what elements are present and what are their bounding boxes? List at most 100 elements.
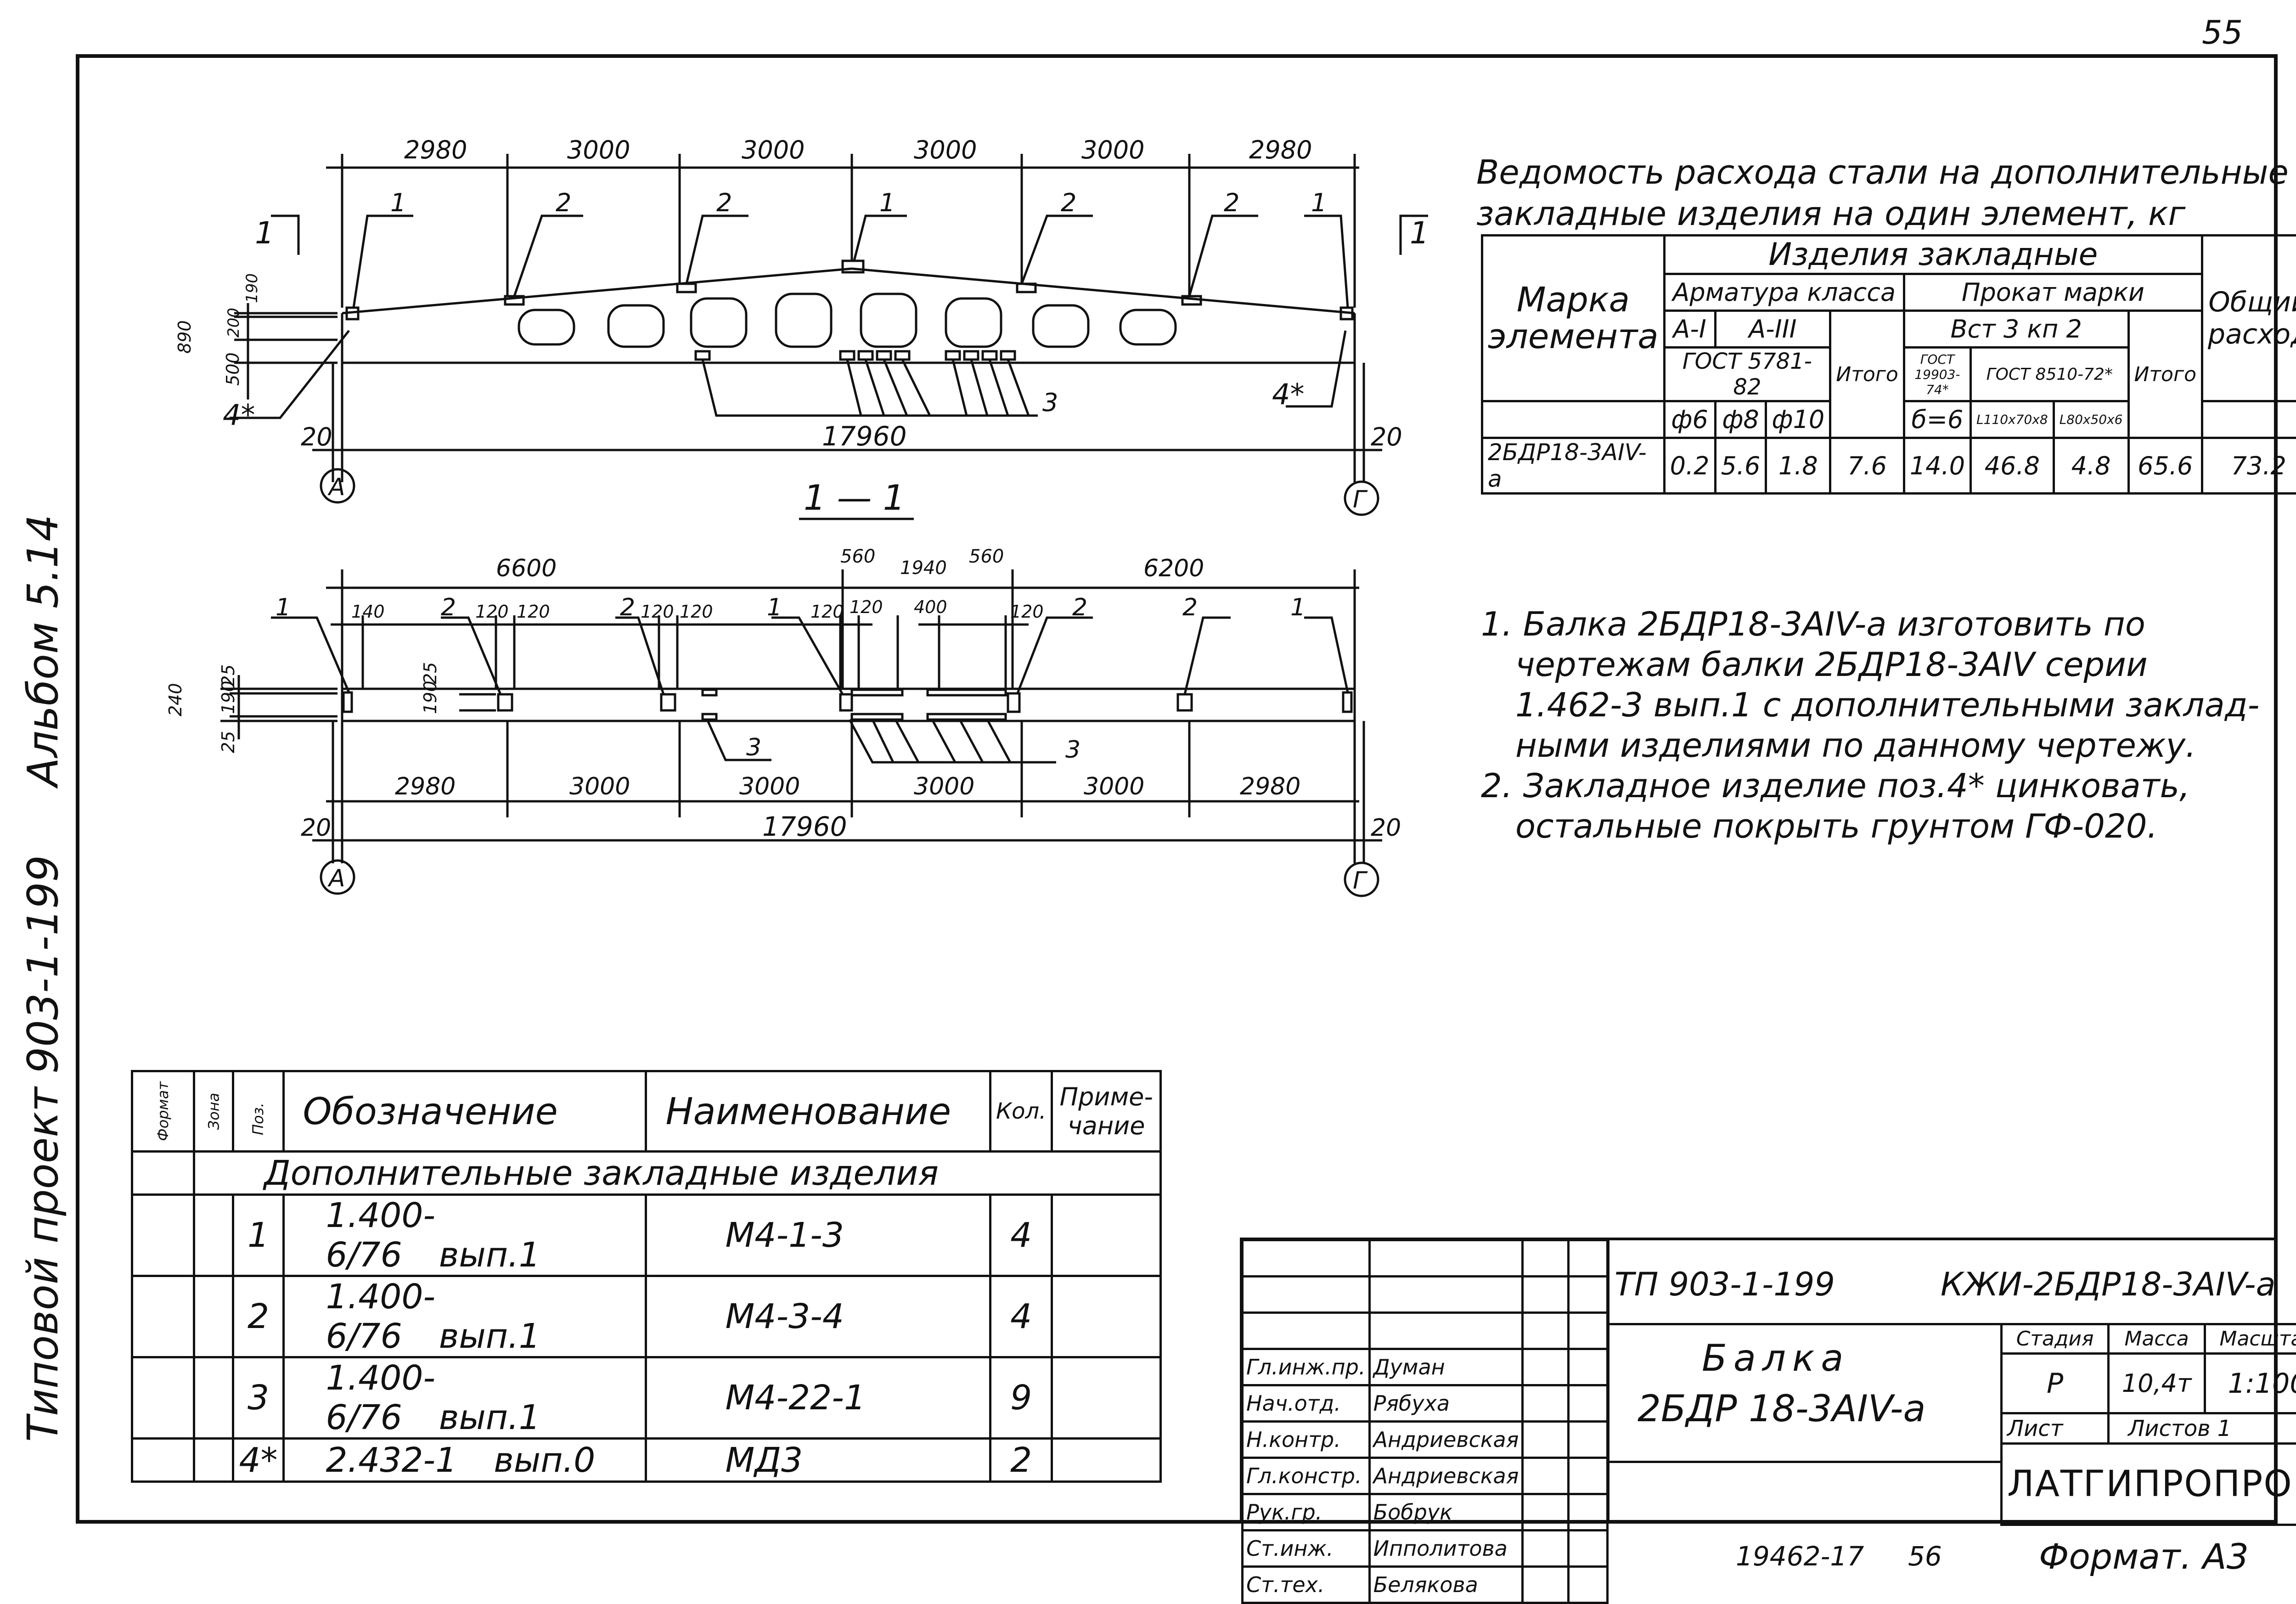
axis-g-elev: Г [1353, 486, 1368, 513]
elev-callout-1: 1 [390, 188, 406, 217]
plan-sd-7: 120 [850, 597, 883, 617]
h-d6: ф6 [1664, 401, 1715, 438]
spec-h-code: Обозначение [283, 1071, 646, 1152]
sheet-h: Лист [2002, 1413, 2109, 1444]
plan-sd-4: 120 [641, 602, 674, 622]
plan-ld-25b: 25 [218, 731, 238, 753]
plan-dim-1940: 1940 [900, 557, 947, 579]
row-mark: 2БДР18-3АIV-а [1482, 438, 1665, 494]
elev-end-right: 20 [1371, 422, 1402, 451]
steel-table: Марка элемента Изделия закладные Общий р… [1481, 234, 2296, 495]
plan-bd-2: 3000 [569, 773, 630, 800]
person-5: Ипполитова [1369, 1531, 1523, 1567]
steel-title-line2: закладные изделия на один элемент, кг [1476, 193, 2289, 234]
spec-section: Дополнительные закладные изделия [194, 1152, 1160, 1195]
h-rebar: Арматура класса [1664, 274, 1904, 311]
plan-callout-3: 2 [620, 594, 635, 621]
plan-callout-3b: 3 [1065, 736, 1080, 764]
plan-sd-1: 140 [351, 602, 385, 622]
axis-a-elev: А [327, 473, 345, 501]
axis-a-plan: А [327, 865, 345, 892]
h-items: Изделия закладные [1664, 236, 2202, 274]
plan-bd-6: 2980 [1240, 773, 1300, 800]
role-1: Нач.отд. [1243, 1385, 1370, 1422]
role-5: Ст.инж. [1243, 1531, 1370, 1567]
stage-val: Р [2002, 1354, 2109, 1413]
plan-dim-560b: 560 [969, 546, 1004, 567]
h-itogo-1: Итого [1830, 311, 1904, 438]
steel-title-line1: Ведомость расхода стали на дополнительны… [1476, 152, 2289, 193]
plan-dim-6200: 6200 [1143, 555, 1204, 582]
elev-callout-5: 2 [1061, 188, 1076, 217]
elev-dim-200: 200 [225, 308, 243, 338]
person-2: Андриевская [1369, 1422, 1523, 1458]
spec-table: Формат Зона Поз. Обозначение Наименовани… [131, 1070, 1162, 1483]
section-mark-left: 1 [255, 215, 274, 251]
elev-callout-4-right: 4* [1272, 377, 1304, 411]
section-title: 1 — 1 [804, 477, 905, 518]
plan-callout-5: 2 [1072, 594, 1087, 621]
elev-dim-3: 3000 [742, 135, 805, 164]
beam-drawing: 2980 3000 3000 3000 3000 2980 1 2 2 1 2 … [0, 0, 1446, 918]
spec-issue: вып.1 [439, 1398, 540, 1437]
plan-callout-1: 1 [276, 594, 291, 621]
plan-bd-5: 3000 [1084, 773, 1144, 800]
page-number: 55 [2202, 14, 2243, 51]
project-code: ТП 903-1-199 [1615, 1266, 1835, 1303]
row-d10: 1.8 [1766, 438, 1830, 494]
doc-code: КЖИ-2БДР18-3АIV-а [1941, 1266, 2276, 1303]
elev-callout-2: 2 [556, 188, 571, 217]
elev-dim-190: 190 [243, 273, 261, 303]
role-0: Гл.инж.пр. [1243, 1349, 1370, 1385]
note-1a: 1. Балка 2БДР18-3АIV-а изготовить по [1481, 604, 2259, 644]
steel-table-title: Ведомость расхода стали на дополнительны… [1476, 152, 2289, 234]
plan-md-190: 190 [420, 681, 440, 714]
h-a3: А-III [1715, 311, 1830, 348]
plan-sd-9: 120 [1010, 602, 1044, 622]
plan-callout-7: 1 [1290, 594, 1306, 621]
h-l80: L80x50x6 [2054, 401, 2128, 438]
elev-overall: 17960 [822, 421, 907, 452]
spec-h-zone: Зона [205, 1093, 222, 1130]
plan-end-left: 20 [301, 814, 331, 842]
spec-issue: вып.1 [439, 1317, 540, 1356]
role-3: Гл.констр. [1243, 1458, 1370, 1494]
h-a1: А-I [1664, 311, 1715, 348]
spec-h-pos: Поз. [250, 1087, 267, 1135]
scale-h: Масштаб [2205, 1324, 2296, 1354]
person-3: Андриевская [1369, 1458, 1523, 1494]
plan-ld-240: 240 [165, 683, 186, 716]
plan-end-right: 20 [1371, 814, 1401, 842]
plan-dim-6600: 6600 [496, 555, 557, 582]
role-2: Н.контр. [1243, 1422, 1370, 1458]
plan-sd-5: 120 [680, 602, 713, 622]
spec-qty: 9 [990, 1357, 1052, 1439]
mass-h: Масса [2109, 1324, 2205, 1354]
row-l110: 46.8 [1971, 438, 2054, 494]
spec-qty: 2 [990, 1439, 1052, 1482]
stage-table: Стадия Масса Масштаб Р 10,4т 1:100 Лист … [2000, 1323, 2296, 1526]
elev-callout-7: 1 [1311, 188, 1327, 217]
spec-code: 1.400-6/76 [326, 1277, 436, 1356]
approval-table: Гл.инж.пр.Думан Нач.отд.Рябуха Н.контр.А… [1241, 1239, 1609, 1604]
spec-h-name: Наименование [646, 1071, 990, 1152]
format-label: Формат. А3 [2039, 1536, 2249, 1577]
h-gost8510: ГОСТ 8510-72* [1971, 348, 2128, 401]
spec-pos: 4* [233, 1439, 283, 1482]
person-6: Белякова [1369, 1567, 1523, 1603]
plan-sd-6: 120 [810, 602, 844, 622]
spec-name: М4-1-3 [646, 1195, 990, 1276]
plan-bd-1: 2980 [395, 773, 456, 800]
spec-issue: вып.1 [439, 1235, 540, 1275]
plan-callout-6: 2 [1182, 594, 1198, 621]
row-d6: 0.2 [1664, 438, 1715, 494]
h-itogo-2: Итого [2128, 311, 2202, 438]
spec-qty: 4 [990, 1195, 1052, 1276]
elev-end-left: 20 [301, 422, 332, 451]
section-mark-right: 1 [1410, 215, 1429, 251]
spec-issue: вып.0 [494, 1441, 595, 1480]
row-sheet: 14.0 [1904, 438, 1970, 494]
sheets-h: Листов 1 [2109, 1413, 2296, 1444]
